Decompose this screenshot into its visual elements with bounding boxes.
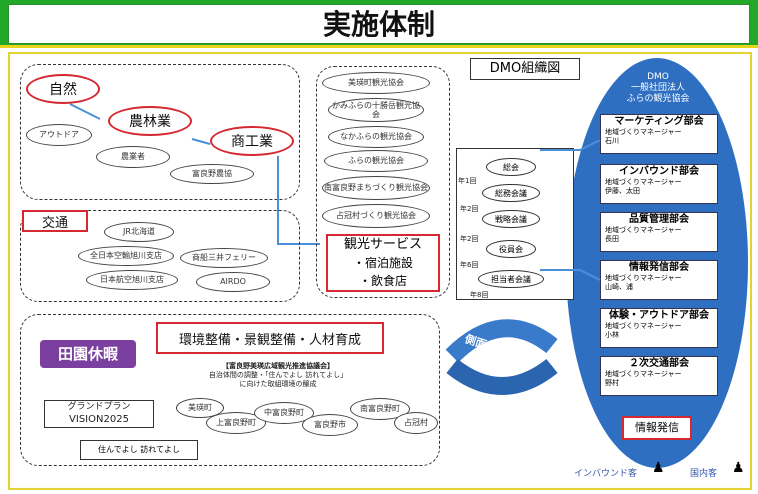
- dmo-head: DMO 一般社団法人 ふらの観光協会: [600, 72, 716, 105]
- department-person: 山崎、浦: [605, 283, 633, 291]
- council-line: に向けた取組環境の醸成: [239, 380, 317, 388]
- grand-plan-line: グランドプラン: [67, 402, 131, 412]
- council-line: 自治体間の調整・「住んでよし 訪れてよし」: [208, 371, 348, 379]
- airdo-oval: AIRDO: [196, 272, 270, 292]
- assoc-oval: 南富良野まちづくり観光協会: [322, 176, 430, 200]
- department-person: 長田: [605, 235, 619, 243]
- department-name: ２次交通部会: [629, 358, 689, 369]
- dmo-head-line: ふらの観光協会: [626, 94, 690, 104]
- town-oval: 上富良野町: [206, 412, 266, 434]
- department-box: マーケティング部会 地域づくりマネージャー 石川: [600, 114, 718, 154]
- transport-label: 交通: [22, 210, 88, 232]
- governance-frequency: 年1回: [458, 177, 477, 185]
- ana-oval: 全日本空輸旭川支店: [78, 246, 174, 266]
- governance-oval: 役員会: [486, 240, 536, 258]
- inbound-label: インバウンド客: [574, 469, 638, 479]
- domestic-label: 国内客: [690, 469, 718, 479]
- town-oval: 南富良野町: [350, 398, 410, 420]
- governance-oval: 総務会議: [482, 184, 540, 202]
- department-person: 伊藤、太田: [605, 187, 640, 195]
- department-box: 品質管理部会 地域づくりマネージャー 長田: [600, 212, 718, 252]
- commerce-oval: 商工業: [210, 126, 294, 156]
- department-name: 情報発信部会: [629, 262, 689, 273]
- slogan-box: 住んでよし 訪れてよし: [80, 440, 198, 460]
- association-group: [316, 66, 450, 298]
- council-line: 【富良野美瑛広域観光推進協議会】: [222, 362, 334, 370]
- industry-group: [20, 64, 300, 200]
- tourism-services-item: ・宿泊施設: [352, 256, 413, 270]
- nature-oval: 自然: [26, 74, 100, 104]
- governance-frequency: 年6回: [460, 261, 479, 269]
- tourism-services-title: 観光サービス: [343, 237, 422, 252]
- connector-arrows: [69, 103, 320, 245]
- tourism-services-item: ・飲食店: [358, 274, 407, 288]
- info-dissemination-box: 情報発信: [622, 416, 692, 440]
- department-person: 石川: [605, 137, 619, 145]
- town-oval: 美瑛町: [176, 398, 224, 418]
- outdoor-oval: アウトドア: [26, 124, 92, 146]
- grand-plan-box: グランドプラン VISION2025: [44, 400, 154, 428]
- environment-banner: 環境整備・景観整備・人材育成: [156, 322, 384, 354]
- assoc-oval: 美瑛町観光協会: [322, 72, 430, 94]
- governance-frequency: 年2回: [460, 235, 479, 243]
- department-box: 情報発信部会 地域づくりマネージャー 山崎、浦: [600, 260, 718, 300]
- assoc-oval: 占冠村づくり観光協会: [322, 204, 430, 228]
- department-role: 地域づくりマネージャー: [605, 128, 682, 136]
- department-name: インバウンド部会: [619, 166, 699, 177]
- department-box: 体験・アウトドア部会 地域づくりマネージャー 小林: [600, 308, 718, 348]
- department-person: 小林: [605, 331, 619, 339]
- dmo-head-line: 一般社団法人: [630, 83, 685, 93]
- town-oval: 占冠村: [394, 412, 438, 434]
- department-person: 野村: [605, 379, 619, 387]
- council-box: 【富良野美瑛広域観光推進協議会】 自治体間の調整・「住んでよし 訪れてよし」 に…: [178, 362, 378, 389]
- department-role: 地域づくりマネージャー: [605, 370, 682, 378]
- town-oval: 中富良野町: [254, 402, 314, 424]
- jal-oval: 日本航空旭川支店: [86, 270, 178, 290]
- assoc-oval: ふらの観光協会: [324, 150, 428, 172]
- ferry-oval: 商船三井フェリー: [180, 248, 268, 268]
- dmo-chart-label: DMO組織図: [470, 58, 580, 80]
- denen-logo: 田園休暇: [40, 340, 136, 368]
- assoc-oval: かみふらの十勝岳観光協会: [328, 98, 424, 122]
- person-icon: ♟: [652, 460, 665, 476]
- person-icon: ♟: [732, 460, 745, 476]
- agriculture-oval: 農林業: [108, 106, 192, 136]
- governance-oval: 総会: [486, 158, 536, 176]
- page-title: 実施体制: [8, 4, 750, 44]
- dmo-head-line: DMO: [647, 72, 669, 82]
- town-oval: 富良野市: [302, 414, 358, 436]
- grand-plan-line: VISION2025: [69, 414, 129, 425]
- department-name: 品質管理部会: [629, 214, 689, 225]
- tourism-services-box: 観光サービス ・宿泊施設 ・飲食店: [326, 234, 440, 292]
- department-role: 地域づくりマネージャー: [605, 226, 682, 234]
- governance-connectors: [540, 140, 601, 281]
- jr-oval: JR北海道: [104, 222, 174, 242]
- department-role: 地域づくりマネージャー: [605, 274, 682, 282]
- department-name: マーケティング部会: [614, 116, 704, 127]
- regional-group: [20, 314, 440, 466]
- department-name: 体験・アウトドア部会: [609, 310, 709, 321]
- department-box: ２次交通部会 地域づくりマネージャー 野村: [600, 356, 718, 396]
- department-box: インバウンド部会 地域づくりマネージャー 伊藤、太田: [600, 164, 718, 204]
- governance-frequency: 年8回: [470, 291, 489, 299]
- transport-group: [20, 210, 300, 302]
- department-role: 地域づくりマネージャー: [605, 322, 682, 330]
- governance-oval: 担当者会議: [478, 270, 544, 288]
- farm-coop-oval: 富良野農協: [170, 164, 254, 184]
- assoc-oval: なかふらの観光協会: [328, 126, 424, 148]
- farmers-oval: 農業者: [96, 146, 170, 168]
- governance-oval: 戦略会議: [482, 210, 540, 228]
- department-role: 地域づくりマネージャー: [605, 178, 682, 186]
- governance-frequency: 年2回: [460, 205, 479, 213]
- circular-arrow: [445, 319, 558, 395]
